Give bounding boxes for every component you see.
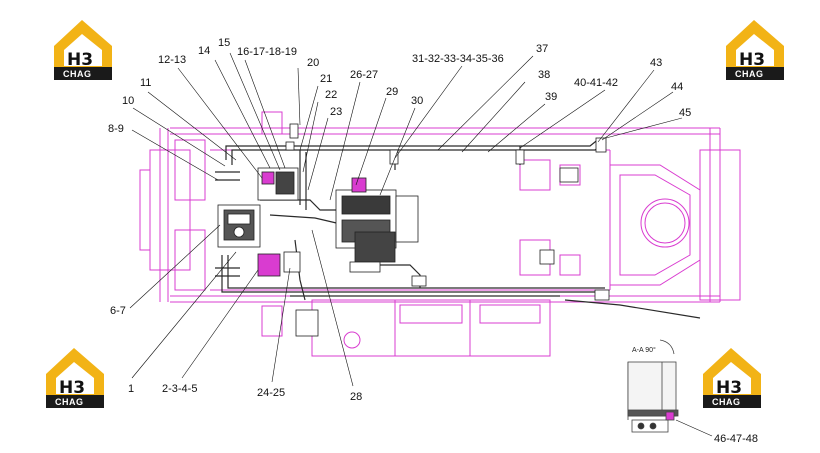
logo-text: H3 (67, 50, 93, 70)
callout-14: 14 (198, 45, 210, 57)
callout-29: 29 (386, 86, 398, 98)
callout-10: 10 (122, 95, 134, 107)
small-fittings (285, 123, 610, 337)
center-pump-group (335, 177, 419, 273)
callout-22: 22 (325, 89, 337, 101)
logo-text: H3 (59, 378, 85, 398)
logo-text: H3 (739, 50, 765, 70)
callout-2-3-4-5: 2-3-4-5 (162, 383, 197, 395)
callout-15: 15 (218, 37, 230, 49)
callout-28: 28 (350, 391, 362, 403)
callout-43: 43 (650, 57, 662, 69)
callout-39: 39 (545, 91, 557, 103)
callout-46-47-48: 46-47-48 (714, 433, 758, 445)
callout-8-9: 8-9 (108, 123, 124, 135)
logo-text: H3 (716, 378, 742, 398)
callout-44: 44 (671, 81, 683, 93)
callout-24-25: 24-25 (257, 387, 285, 399)
callout-12-13: 12-13 (158, 54, 186, 66)
detail-view-aa: A-A 90° (627, 339, 679, 433)
callout-26-27: 26-27 (350, 69, 378, 81)
brand-logo-bottom-right: H3 CHAG (703, 348, 761, 408)
logo-subtext: CHAG (712, 397, 741, 407)
logo-subtext: CHAG (55, 397, 84, 407)
callout-31-36: 31-32-33-34-35-36 (412, 53, 504, 65)
brand-logo-top-right: H3 CHAG (726, 20, 784, 80)
callout-37: 37 (536, 43, 548, 55)
callout-23: 23 (330, 106, 342, 118)
callout-labels: 15 16-17-18-19 20 14 12-13 21 26-27 11 2… (108, 37, 758, 445)
callout-45: 45 (679, 107, 691, 119)
logo-subtext: CHAG (63, 69, 92, 79)
brand-logo-top-left: H3 CHAG (54, 20, 112, 80)
callout-30: 30 (411, 95, 423, 107)
callout-1: 1 (128, 383, 134, 395)
callout-16-17-18-19: 16-17-18-19 (237, 46, 297, 58)
upper-valve-block (257, 167, 299, 201)
lower-valve-block (257, 251, 301, 277)
callout-11: 11 (140, 77, 151, 89)
callout-6-7: 6-7 (110, 305, 126, 317)
leader-lines (129, 52, 713, 437)
left-pump-assembly (217, 204, 261, 248)
callout-20: 20 (307, 57, 319, 69)
brand-logo-bottom-left: H3 CHAG (46, 348, 104, 408)
callout-21: 21 (320, 73, 332, 85)
detail-view-label: A-A 90° (632, 346, 656, 354)
logo-subtext: CHAG (735, 69, 764, 79)
callout-40-41-42: 40-41-42 (574, 77, 618, 89)
callout-38: 38 (538, 69, 550, 81)
